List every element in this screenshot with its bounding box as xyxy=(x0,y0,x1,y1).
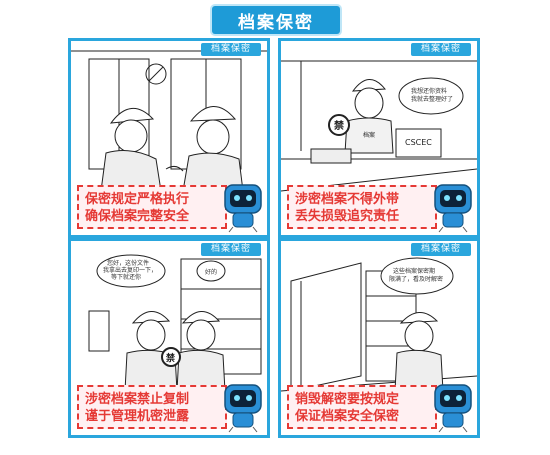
caption-line: 保密规定严格执行 xyxy=(85,192,190,207)
comic-panel-3: 您好，这份文件 我拿出去复印一下， 等下就还你 好的 禁 档案保密 涉密档案禁止… xyxy=(68,238,270,438)
robot-mascot-icon xyxy=(434,184,472,233)
caption-line: 涉密档案不得外带 xyxy=(295,192,400,207)
speech-bubble-line: 等下就还你 xyxy=(111,273,141,281)
speech-bubble: 好的 xyxy=(205,268,217,276)
caption-line: 谨于管理机密泄露 xyxy=(85,409,190,424)
panel-2-illustration: 我想还你资料 我就去整理好了 CSCEC 档案 禁 xyxy=(281,60,477,192)
prohibited-stamp: 禁 xyxy=(333,119,344,132)
panel-caption: 保密规定严格执行 确保档案完整安全 xyxy=(77,185,227,229)
robot-mascot-icon xyxy=(224,184,262,233)
panel-4-illustration: 这些档案保密期 限满了，看及时解密 xyxy=(281,257,477,392)
speech-bubble-line: 我想还你资料 xyxy=(411,87,447,95)
caption-line: 丢失损毁追究责任 xyxy=(295,209,400,224)
speech-bubble-line: 您好，这份文件 xyxy=(107,259,149,267)
speech-bubble-line: 我就去整理好了 xyxy=(411,95,453,103)
robot-mascot-icon xyxy=(224,384,262,433)
comic-panel-4: 这些档案保密期 限满了，看及时解密 档案保密 销毁解密要按规定 保证档案安全保密 xyxy=(278,238,480,438)
panel-caption: 销毁解密要按规定 保证档案安全保密 xyxy=(287,385,437,429)
document-label: 档案 xyxy=(363,131,375,139)
page-title: 档案保密 xyxy=(212,6,340,34)
panel-tag: 档案保密 xyxy=(410,243,471,256)
panel-3-illustration: 您好，这份文件 我拿出去复印一下， 等下就还你 好的 禁 xyxy=(88,254,262,392)
panel-caption: 涉密档案禁止复制 谨于管理机密泄露 xyxy=(77,385,227,429)
comic-panel-2: 我想还你资料 我就去整理好了 CSCEC 档案 禁 档案保密 涉密档案不得外带 … xyxy=(278,38,480,238)
panel-tag: 档案保密 xyxy=(410,43,471,56)
panel-tag: 档案保密 xyxy=(200,243,261,256)
caption-line: 销毁解密要按规定 xyxy=(295,392,400,407)
prohibited-stamp: 禁 xyxy=(166,352,175,364)
comic-panel-1: 档案保密 保密规定严格执行 确保档案完整安全 xyxy=(68,38,270,238)
computer-logo: CSCEC xyxy=(405,138,432,147)
caption-line: 保证档案安全保密 xyxy=(295,409,400,424)
caption-line: 涉密档案禁止复制 xyxy=(85,392,190,407)
speech-bubble-line: 限满了，看及时解密 xyxy=(389,275,443,283)
panel-tag: 档案保密 xyxy=(200,43,261,56)
robot-mascot-icon xyxy=(434,384,472,433)
panel-caption: 涉密档案不得外带 丢失损毁追究责任 xyxy=(287,185,437,229)
speech-bubble-line: 我拿出去复印一下， xyxy=(103,266,157,274)
speech-bubble-line: 这些档案保密期 xyxy=(393,267,435,275)
caption-line: 确保档案完整安全 xyxy=(85,209,190,224)
panel-1-illustration xyxy=(71,50,267,192)
